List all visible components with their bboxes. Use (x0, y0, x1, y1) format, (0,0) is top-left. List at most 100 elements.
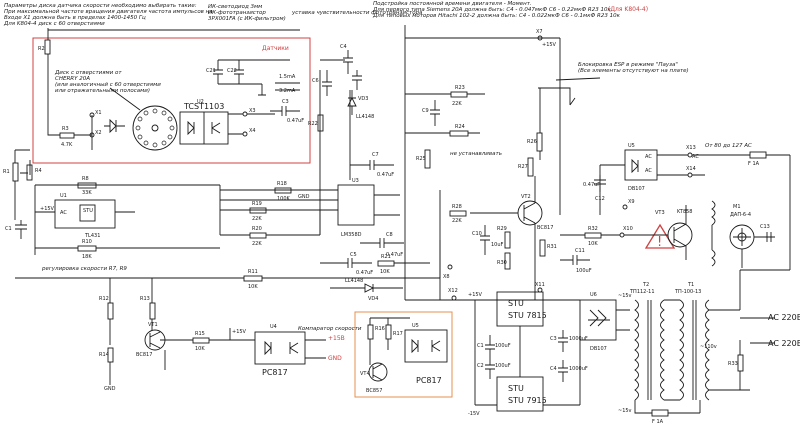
optocoupler-u4: U4 PC817 (254, 324, 306, 377)
note-line: Параметры диска датчика скорости необход… (4, 3, 197, 9)
svg-text:R27: R27 (518, 164, 528, 170)
cap-c3: C3 0.47uF (270, 99, 304, 124)
svg-text:0.47uF: 0.47uF (386, 252, 403, 258)
hazard-triangle-icon: ! (644, 223, 676, 250)
resistor-r20: R20 22K (249, 226, 267, 247)
resistor-r18: R18 100K (274, 181, 292, 202)
svg-text:R11: R11 (248, 269, 258, 275)
svg-text:BC857: BC857 (366, 388, 382, 394)
resistor-r25: R25 (416, 149, 431, 169)
r17-label: R17 (393, 331, 403, 337)
svg-text:VT1: VT1 (148, 322, 158, 328)
note-line: (или аналогичный с 60 отверстиями (55, 82, 161, 88)
diode-vd3: VD3 LL4148 (347, 90, 374, 120)
svg-text:R2: R2 (38, 46, 45, 52)
resistor-r14 (107, 347, 114, 363)
cap-c2-upper (352, 70, 362, 90)
svg-text:0.47uF: 0.47uF (356, 270, 373, 276)
svg-text:VT2: VT2 (521, 194, 531, 200)
svg-text:22K: 22K (252, 216, 262, 222)
disk-note: Диск с отверстиями от CHERRY 20A (или ан… (54, 70, 161, 94)
svg-text:C2: C2 (477, 363, 484, 369)
note-line: ИК-фототранзистор (208, 10, 266, 16)
svg-text:22K: 22K (452, 218, 462, 224)
v15-plus-label: ~15v (618, 293, 632, 299)
note-line: Для типовых моторов Hitachi 102-2 должна… (372, 13, 621, 19)
resistor-r32: R32 10K (584, 226, 602, 247)
note-sensitivity: уставка чувствительности фототранзистора (291, 10, 423, 16)
svg-text:PC817: PC817 (262, 368, 288, 377)
note-line: Диск с отверстиями от (54, 70, 122, 76)
fuse-f2 (651, 409, 669, 417)
comparator-note: Компаратор скорости (298, 326, 362, 332)
fuse-f2-label: F 1A (652, 419, 664, 425)
note-line: Подстройка постоянной времени двигателя … (373, 1, 532, 7)
svg-text:U3: U3 (352, 178, 359, 184)
x2-label: X2 (95, 130, 102, 136)
svg-text:STU: STU (508, 299, 524, 308)
note-disk-params: Параметры диска датчика скорости необход… (3, 3, 213, 27)
svg-text:AC: AC (645, 154, 652, 160)
svg-text:T2: T2 (642, 282, 649, 288)
svg-text:R23: R23 (455, 85, 465, 91)
v110-label: ~110v (700, 344, 717, 350)
c12-label: C12 (595, 196, 605, 202)
note-line: Блокировка ESP в режиме "Пауза" (578, 62, 678, 68)
svg-text:DB107: DB107 (628, 186, 645, 192)
resistor-r1: R1 (3, 162, 19, 182)
svg-text:C9: C9 (422, 108, 429, 114)
svg-text:22K: 22K (252, 241, 262, 247)
ac-220v-bottom: AC 220В (768, 339, 800, 348)
x3-label: X3 (249, 108, 256, 114)
r16-label: R16 (375, 326, 385, 332)
svg-text:VD4: VD4 (368, 296, 378, 302)
svg-text:U1: U1 (60, 193, 67, 199)
current-3-2ma: 3.2mA (279, 88, 296, 94)
svg-text:U6: U6 (590, 292, 597, 298)
minus15-label: -15V (468, 411, 480, 417)
fuse-f1-label: F 1A (748, 161, 760, 167)
output-plus15: +15В (328, 335, 345, 342)
resistor-r23: R23 22K (450, 85, 468, 107)
x8-label: X8 (443, 274, 450, 280)
note-line: 3PX001FA (с ИК-фильтром) (208, 16, 286, 22)
svg-text:0.47uF: 0.47uF (377, 172, 394, 178)
cap-psu-c3: C3 1000uF (550, 330, 588, 352)
svg-text:1000uF: 1000uF (569, 366, 588, 372)
cap-c6: C6 (312, 70, 332, 96)
x7-label: X7 (536, 29, 543, 35)
svg-text:R24: R24 (455, 124, 465, 130)
connector-x8 (447, 264, 453, 270)
resistor-r17 (385, 324, 392, 340)
svg-text:KT858: KT858 (677, 209, 693, 215)
svg-text:R13: R13 (140, 296, 150, 302)
regulator-7815: STU STU 7815 (496, 291, 547, 327)
note-line: ИК-светодиод 3мм (208, 4, 262, 10)
r4-label: R4 (35, 168, 42, 174)
svg-text:R8: R8 (82, 176, 89, 182)
svg-text:R31: R31 (547, 244, 557, 250)
svg-text:100uF: 100uF (576, 268, 592, 274)
x13-label: X13 (686, 145, 696, 151)
svg-text:C8: C8 (386, 232, 393, 238)
svg-text:AC: AC (60, 210, 67, 216)
svg-text:T1: T1 (687, 282, 694, 288)
svg-text:VT3: VT3 (655, 210, 665, 216)
svg-text:STU 7915: STU 7915 (508, 396, 547, 405)
leader-line (109, 87, 141, 111)
svg-text:100uF: 100uF (495, 343, 511, 349)
resistor-r19: R19 22K (249, 201, 267, 222)
svg-text:M1: M1 (733, 204, 741, 210)
x11-label: X11 (535, 282, 545, 288)
svg-text:R21: R21 (381, 254, 391, 260)
svg-text:C11: C11 (575, 248, 585, 254)
svg-text:R1: R1 (3, 169, 10, 175)
connector-x2 (89, 132, 95, 138)
svg-text:R22: R22 (308, 121, 318, 127)
connector-x7 (537, 35, 543, 41)
svg-text:C4: C4 (340, 44, 347, 50)
resistor-r13: R13 (140, 296, 156, 320)
not-install-note: не устанавливать (450, 151, 502, 157)
fuse-f1 (749, 151, 767, 159)
svg-text:C7: C7 (372, 152, 379, 158)
